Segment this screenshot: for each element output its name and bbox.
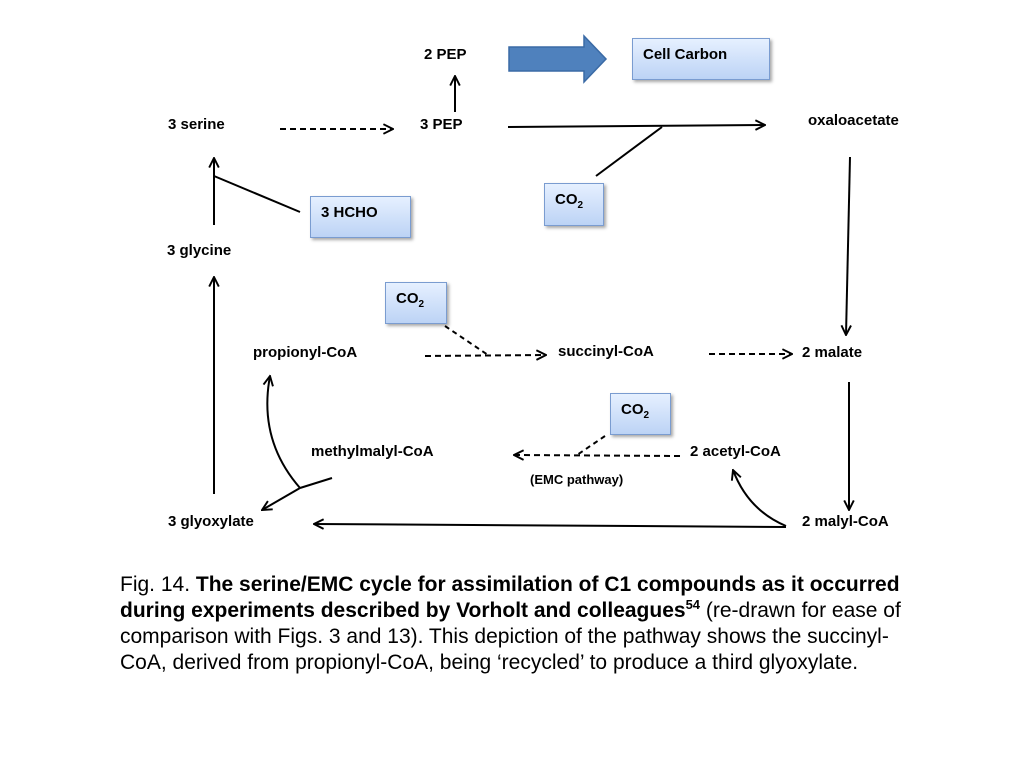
node-3-pep: 3 PEP — [420, 116, 463, 133]
figure-caption: Fig. 14. The serine/EMC cycle for assimi… — [120, 572, 920, 676]
co2-sub-low: 2 — [643, 410, 650, 421]
node-propionyl-coa: propionyl-CoA — [253, 344, 358, 361]
arrow-malyl-to-acetyl — [733, 470, 787, 527]
line-hcho — [213, 175, 301, 213]
co2-box-mid: CO2 — [385, 282, 447, 324]
node-2-malyl-coa: 2 malyl-CoA — [802, 513, 889, 530]
co2-label-top: CO — [555, 191, 578, 208]
caption-prefix: Fig. 14. — [120, 573, 196, 596]
caption-bold: The serine/EMC cycle for assimilation of… — [120, 573, 900, 622]
arrow-to-glyoxylate — [262, 487, 301, 510]
node-3-glycine: 3 glycine — [167, 242, 232, 259]
hcho-box: 3 HCHO — [310, 196, 411, 238]
line-methylmalyl-branch — [299, 477, 333, 489]
line-co2-low — [576, 435, 606, 456]
node-2-pep: 2 PEP — [424, 46, 467, 63]
node-succinyl-coa: succinyl-CoA — [558, 343, 654, 360]
cell-carbon-box: Cell Carbon — [632, 38, 770, 80]
co2-sub-mid: 2 — [418, 299, 425, 310]
big-blue-arrow — [508, 34, 608, 84]
co2-sub-top: 2 — [577, 200, 584, 211]
node-2-acetyl-coa: 2 acetyl-CoA — [690, 443, 781, 460]
hcho-label: 3 HCHO — [321, 204, 378, 221]
line-co2-mid — [444, 325, 489, 356]
emc-pathway-label: (EMC pathway) — [530, 472, 624, 487]
node-3-glyoxylate: 3 glyoxylate — [168, 513, 254, 530]
arrow-pep-to-oxaloacetate — [507, 125, 765, 127]
co2-box-top: CO2 — [544, 183, 604, 226]
co2-label-low: CO — [621, 401, 644, 418]
arrow-to-propionyl — [267, 376, 301, 489]
pathway-diagram: 3 PEP (dashed) --> methylmalyl-CoA (dash… — [0, 34, 1024, 560]
caption-reference: 54 — [685, 597, 701, 612]
node-oxaloacetate: oxaloacetate — [808, 112, 899, 129]
line-co2-top — [595, 126, 663, 177]
cell-carbon-label: Cell Carbon — [643, 46, 728, 63]
arrow-malyl-to-glyoxylate — [314, 524, 787, 527]
node-methylmalyl-coa: methylmalyl-CoA — [311, 443, 434, 460]
node-2-malate: 2 malate — [802, 344, 863, 361]
co2-label-mid: CO — [396, 290, 419, 307]
arrow-propionyl-to-succinyl — [424, 355, 546, 356]
node-3-serine: 3 serine — [168, 116, 225, 133]
caption-rest: (re-drawn for ease of comparison with Fi… — [120, 599, 901, 674]
co2-box-low: CO2 — [610, 393, 671, 435]
arrow-acetyl-to-methylmalyl — [514, 455, 681, 456]
arrow-oxaloacetate-to-malate — [846, 156, 850, 335]
